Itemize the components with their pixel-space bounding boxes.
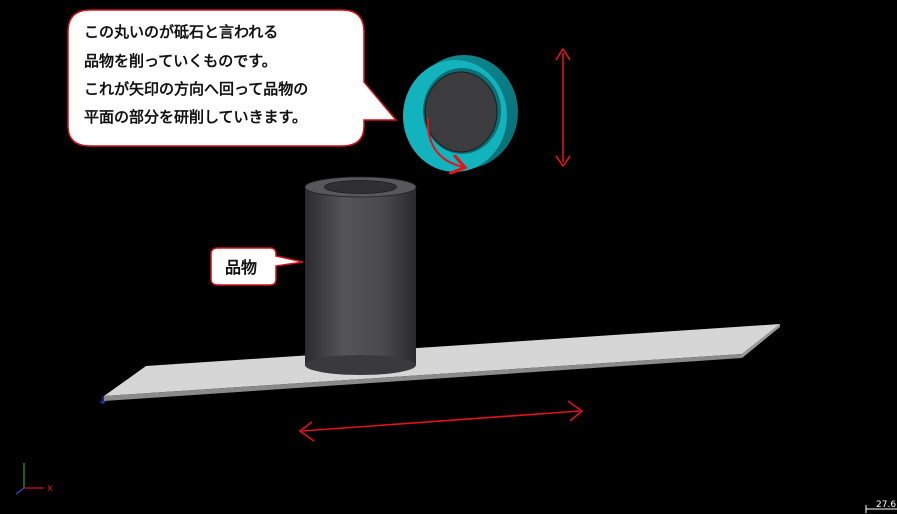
workpiece-cylinder[interactable] xyxy=(304,176,417,375)
rotation-arrow-icon xyxy=(426,117,463,167)
double-arrow-horizontal-icon xyxy=(298,400,584,442)
axis-triad-icon: x xyxy=(15,463,53,495)
axis-x-label: x xyxy=(47,483,53,494)
grinding-wheel[interactable] xyxy=(403,55,518,172)
table-plate[interactable] xyxy=(104,324,780,401)
callout-workpiece-label: 品物 xyxy=(225,258,257,277)
callout-main-line: 平面の部分を研削していきます。 xyxy=(84,108,307,126)
callout-main-line: この丸いのが砥石と言われる xyxy=(84,23,278,41)
callout-main-line: これが矢印の方向へ回って品物の xyxy=(84,80,308,98)
callout-workpiece: 品物 xyxy=(210,247,304,286)
callout-main: この丸いのが砥石と言われる 品物を削っていくものです。 これが矢印の方向へ回って… xyxy=(67,9,398,147)
callout-main-line: 品物を削っていくものです。 xyxy=(84,52,277,70)
scale-bar-value: 27.6 xyxy=(876,500,896,510)
origin-marker-icon xyxy=(100,396,106,404)
double-arrow-vertical-icon xyxy=(555,47,571,168)
scale-bar: 27.6 xyxy=(865,500,897,513)
